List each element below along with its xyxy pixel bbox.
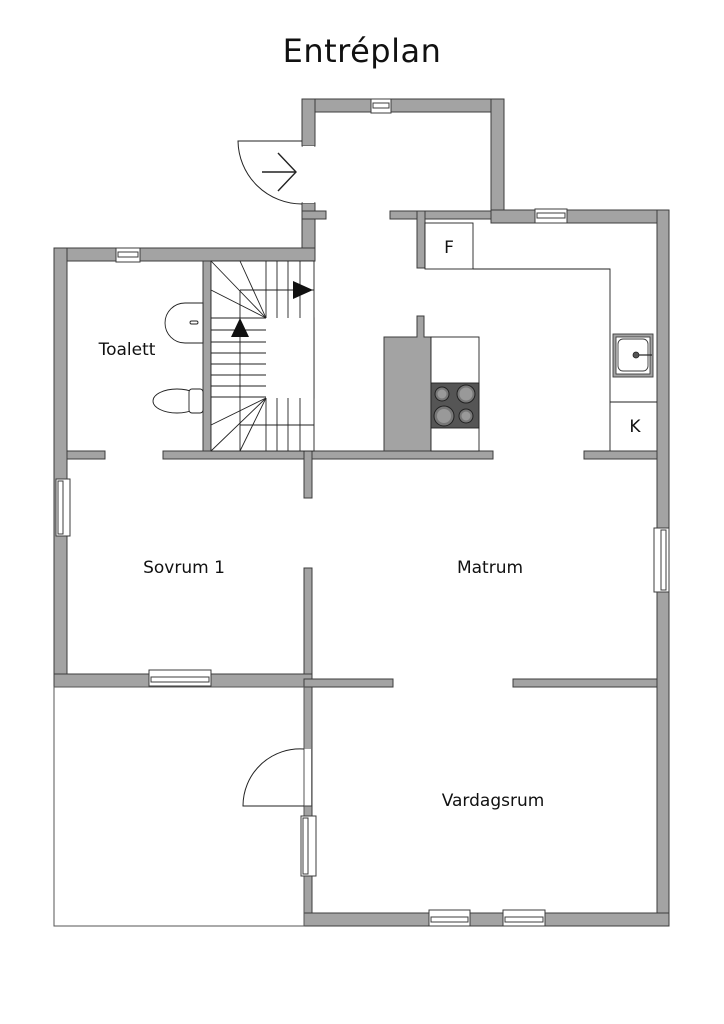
washbasin-icon bbox=[164, 302, 204, 344]
window-vardagsrum-south-2 bbox=[502, 909, 546, 927]
stove-icon bbox=[430, 382, 480, 429]
wall-entry-left-upper bbox=[301, 98, 316, 147]
kitchen-cabinet-label: K bbox=[629, 417, 641, 437]
room-label-toalett: Toalett bbox=[98, 340, 156, 360]
wall-kitchen-top bbox=[490, 209, 670, 224]
fridge-label: F bbox=[444, 238, 454, 258]
wall-matrum-bottom-right bbox=[512, 678, 658, 688]
wall-entry-stub bbox=[301, 210, 327, 220]
window-kitchen-top bbox=[534, 208, 568, 224]
wall-entry-right bbox=[490, 98, 505, 219]
window-toilet-top bbox=[115, 247, 141, 263]
wall-toilet-bottom-left bbox=[66, 450, 106, 460]
wall-toilet-top bbox=[53, 247, 316, 262]
walls bbox=[53, 98, 670, 927]
window-sovrum-west bbox=[55, 478, 71, 537]
wall-entry-bottom bbox=[389, 210, 505, 220]
chimney bbox=[383, 315, 432, 452]
window-entry-top bbox=[370, 98, 392, 114]
wall-matrum-bottom-left bbox=[303, 678, 394, 688]
wall-west bbox=[53, 247, 68, 688]
front-door bbox=[237, 140, 303, 205]
window-sovrum-south bbox=[148, 669, 212, 687]
stairs-up-arrow-icon bbox=[231, 318, 249, 337]
wall-kitchen-bottom-right bbox=[583, 450, 658, 460]
window-matrum-east bbox=[653, 527, 670, 593]
annex-door bbox=[242, 748, 305, 807]
wall-fridge-side bbox=[416, 210, 426, 269]
wall-south bbox=[303, 912, 670, 927]
entrance-arrow-icon bbox=[262, 152, 297, 192]
fridge bbox=[424, 222, 474, 270]
wall-toilet-bottom-right bbox=[162, 450, 494, 460]
toilet-fixtures bbox=[152, 302, 204, 414]
room-label-vardagsrum: Vardagsrum bbox=[442, 791, 545, 811]
room-label-sovrum1: Sovrum 1 bbox=[143, 558, 225, 578]
stairs-right-arrow-icon bbox=[293, 281, 313, 299]
wall-toilet-right bbox=[202, 260, 212, 460]
floor-plan-title: Entréplan bbox=[282, 32, 442, 70]
doors bbox=[237, 140, 305, 807]
room-label-matrum: Matrum bbox=[457, 558, 523, 578]
window-vardagsrum-south-1 bbox=[428, 909, 471, 927]
window-vardagsrum-west bbox=[300, 815, 317, 877]
windows bbox=[55, 98, 670, 927]
sink-icon bbox=[612, 333, 654, 378]
wall-center-upper bbox=[303, 444, 313, 499]
wall-entry-top bbox=[301, 98, 505, 113]
